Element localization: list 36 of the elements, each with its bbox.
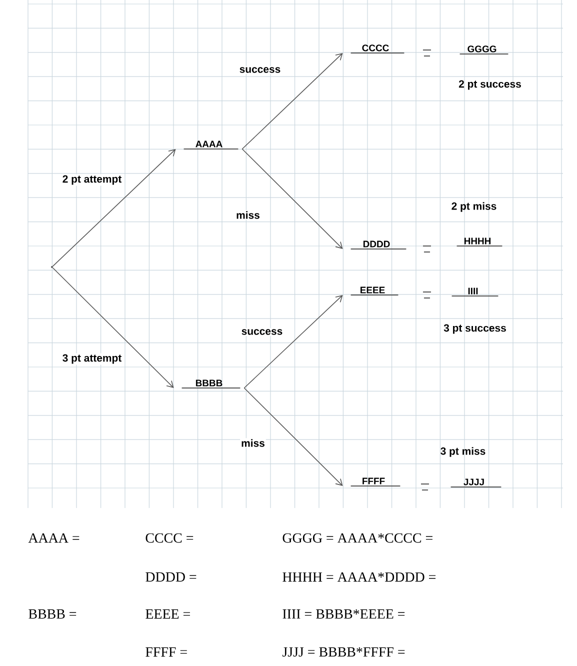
underlined-label: HHHH xyxy=(456,238,503,246)
equation-text: HHHH = AAAA*DDDD = xyxy=(282,572,436,582)
outcome-label: 3 pt miss xyxy=(440,447,486,457)
arrow xyxy=(244,388,343,486)
underlined-label: IIII xyxy=(451,288,499,296)
edge-label: 3 pt attempt xyxy=(61,353,123,365)
underlined-label: EEEE xyxy=(350,286,399,296)
arrow xyxy=(52,267,174,388)
equation-text: JJJJ = BBBB*FFFF = xyxy=(282,647,405,657)
equation-text: FFFF = xyxy=(146,647,187,657)
underlined-label: CCCC xyxy=(350,44,405,54)
arrow xyxy=(242,53,343,150)
edge-label: 2 pt attempt xyxy=(61,174,123,186)
outcome-label: 2 pt success xyxy=(458,80,521,90)
underlined-label: JJJJ xyxy=(450,478,502,488)
equation-text: IIII = BBBB*EEEE = xyxy=(282,609,405,619)
outcome-label: 2 pt miss xyxy=(452,202,496,212)
underlined-label: AAAA xyxy=(183,140,239,150)
edge-label: miss xyxy=(240,438,266,448)
edge-label: success xyxy=(238,66,282,74)
underlined-label: FFFF xyxy=(350,478,401,486)
underlined-label: GGGG xyxy=(459,46,509,54)
arrow xyxy=(244,295,343,388)
edge-label: miss xyxy=(235,210,261,220)
equation-text: EEEE = xyxy=(146,609,190,619)
equation-text: CCCC = xyxy=(146,533,194,543)
equation-text: BBBB = xyxy=(28,609,76,619)
edge-label: success xyxy=(240,328,284,336)
underlined-label: BBBB xyxy=(181,380,241,388)
outcome-label: 3 pt success xyxy=(444,324,506,334)
arrow xyxy=(242,148,343,249)
equation-text: DDDD = xyxy=(146,572,196,582)
equation-text: AAAA = xyxy=(28,533,80,543)
equation-text: GGGG = AAAA*CCCC = xyxy=(282,533,432,543)
underlined-label: DDDD xyxy=(350,240,407,250)
arrow xyxy=(52,149,176,267)
